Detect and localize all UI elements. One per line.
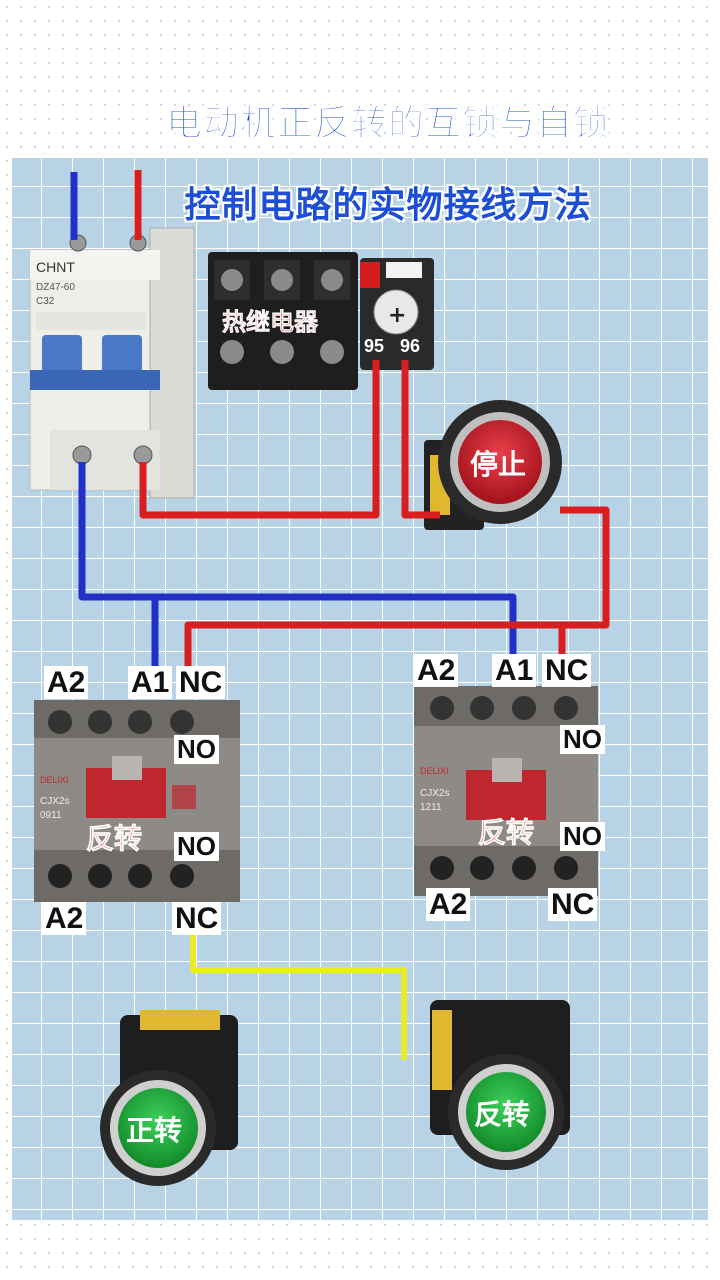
breaker-lever-left[interactable] [42,335,82,375]
stop-button[interactable]: 停止 [424,400,562,530]
left-lower-no: NO [174,832,219,861]
title-line2: 控制电路的实物接线方法 [184,185,592,226]
svg-text:+: + [388,303,406,328]
wire-red-to-95 [139,360,380,519]
title-line1: 电动机正反转的互锁与自锁 [165,103,610,145]
forward-button[interactable]: 正转 [100,1010,238,1186]
circuit-breaker: CHNT DZ47-60 C32 [29,227,195,499]
breaker-rating: C32 [36,296,55,307]
right-top-a2: A2 [414,654,459,687]
wires [70,170,610,1060]
thermal-relay: 热继电器 + 95 96 [208,252,434,390]
terminal-96-label: 96 [400,336,420,356]
wire-red-nc-left [184,621,562,668]
left-top-a2: A2 [44,666,89,699]
wire-red-96-to-stop [401,360,440,519]
left-top-a1: A1 [128,666,173,699]
left-bottom-a2: A2 [42,902,87,935]
breaker-brand: CHNT [36,259,75,275]
right-lower-no: NO [560,822,605,851]
contactor-left-brand: DELIXI [40,775,69,785]
right-mid-no: NO [560,725,605,754]
stop-button-label: 停止 [470,448,526,481]
left-mid-no: NO [174,735,219,764]
wire-blue-control [78,462,517,665]
reverse-button-label: 反转 [474,1098,530,1131]
contactor-left-label: 反转 [86,822,142,855]
contactor-left-model: CJX2s [40,796,69,807]
breaker-screw-right [133,445,153,465]
right-bottom-nc: NC [548,888,598,921]
forward-button-label: 正转 [126,1114,182,1147]
right-top-nc: NC [542,654,592,687]
reverse-button[interactable]: 反转 [430,1000,570,1170]
relay-adjust-dial[interactable] [373,289,419,335]
breaker-screw-left [72,445,92,465]
contactor-right-code: 1211 [420,802,442,813]
contactor-right-model: CJX2s [420,788,449,799]
wire-red-stop-to-nc [558,506,610,668]
right-bottom-a2: A2 [426,888,471,921]
contactor-left-code: 0911 [40,810,62,821]
contactor-left: DELIXI CJX2s 0911 反转 [34,700,240,902]
terminal-95-label: 95 [364,336,384,356]
breaker-lever-right[interactable] [102,335,142,375]
thermal-relay-label: 热继电器 [222,308,319,336]
contactor-right: DELIXI CJX2s 1211 反转 [414,686,598,896]
contactor-right-label: 反转 [478,816,534,849]
left-top-nc: NC [176,666,226,699]
contactor-right-brand: DELIXI [420,766,449,776]
breaker-model: DZ47-60 [36,282,75,293]
left-bottom-nc: NC [172,902,222,935]
wire-yellow [190,928,407,1060]
right-top-a1: A1 [492,654,537,687]
